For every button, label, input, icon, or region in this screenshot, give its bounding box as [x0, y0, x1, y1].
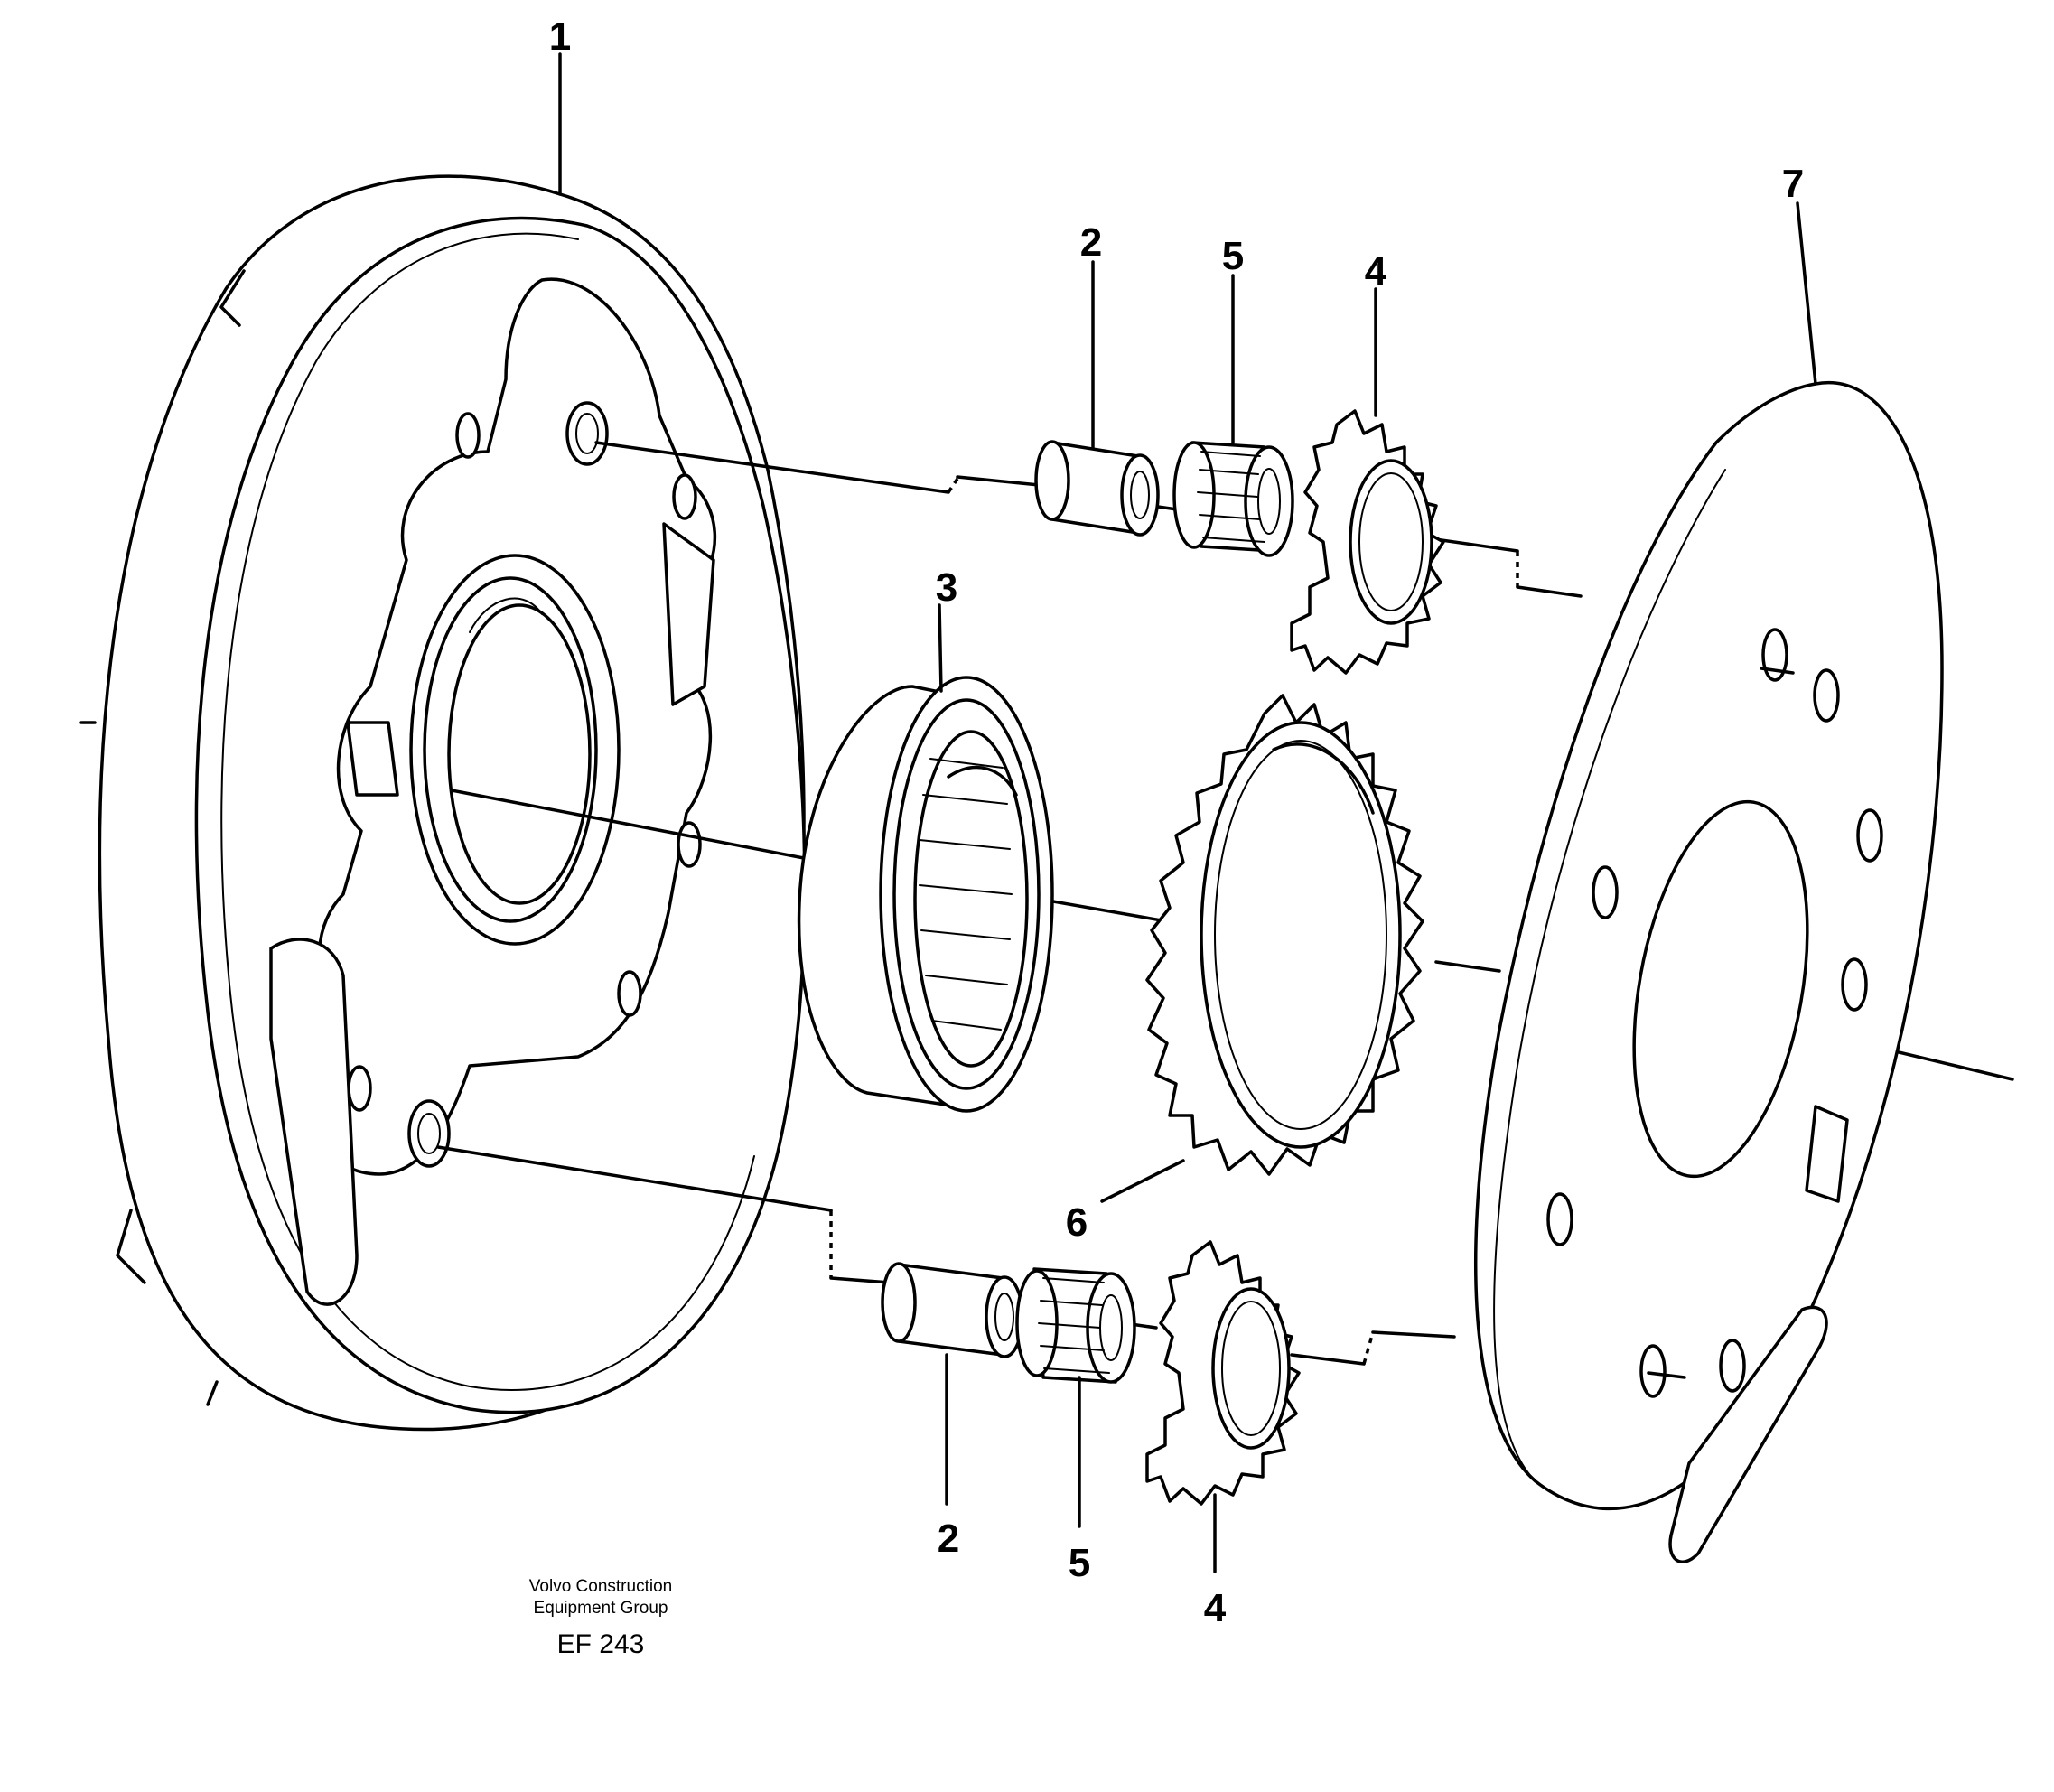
cover-plate-part-7	[1473, 380, 1944, 1563]
planet-gear-part-4-lower	[1145, 1240, 1301, 1506]
roller-bearing-part-3	[797, 676, 1054, 1113]
callout-6: 6	[1066, 1200, 1088, 1245]
needle-bearing-part-5-lower	[1015, 1267, 1136, 1384]
credit-line-2: Equipment Group	[534, 1599, 668, 1618]
ring-gear-part-6	[1145, 694, 1424, 1176]
figure-code: EF 243	[557, 1629, 645, 1659]
housing-part-1	[79, 174, 807, 1432]
callout-4-upper: 4	[1365, 249, 1387, 294]
leader-lines	[558, 52, 1817, 1573]
callout-1: 1	[549, 14, 571, 59]
callout-3: 3	[936, 565, 957, 610]
credit-block: Volvo Construction Equipment Group EF 24…	[529, 1577, 672, 1659]
credit-line-1: Volvo Construction	[529, 1577, 672, 1596]
bushing-part-2-upper	[1034, 440, 1160, 537]
callout-4-lower: 4	[1204, 1586, 1227, 1630]
callout-2-lower: 2	[938, 1517, 959, 1561]
callout-5-lower: 5	[1069, 1541, 1090, 1585]
callout-7: 7	[1782, 162, 1804, 206]
planet-gear-part-4-upper	[1290, 409, 1445, 675]
needle-bearing-part-5-upper	[1172, 441, 1294, 557]
callout-2-upper: 2	[1080, 220, 1102, 265]
bushing-part-2-lower	[881, 1262, 1024, 1358]
callout-labels: 1 2 5 4 7 3 6 2 5 4	[549, 14, 1804, 1630]
callout-5-upper: 5	[1222, 234, 1244, 278]
